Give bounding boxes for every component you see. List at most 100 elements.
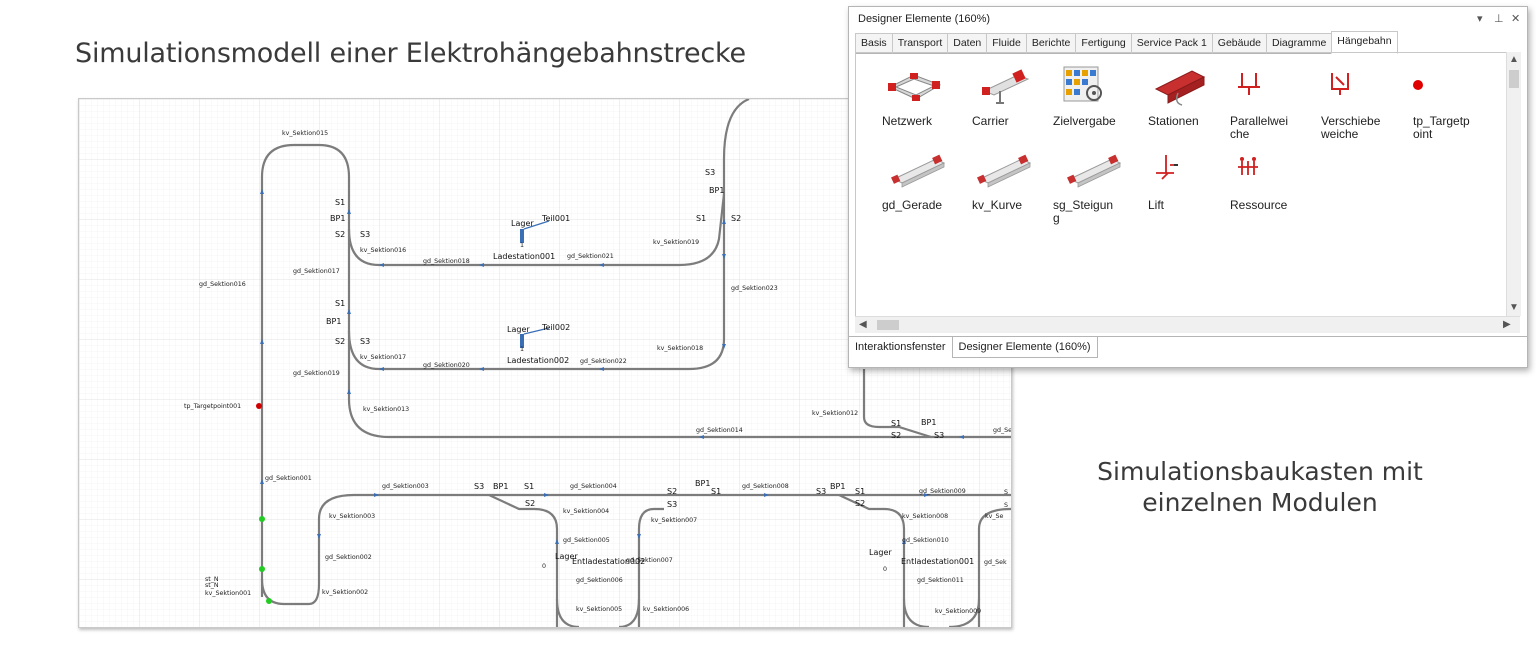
track-kv-sektion015 xyxy=(260,143,351,597)
diagram-label: gd_Sektion023 xyxy=(731,285,778,292)
diagram-label: Lager xyxy=(869,548,892,557)
diagram-label: gd_Sektion019 xyxy=(293,370,340,377)
diagram-label: kv_Se xyxy=(985,513,1004,520)
tab-transport[interactable]: Transport xyxy=(891,33,949,54)
diagram-label: gd_Sektion010 xyxy=(902,537,949,544)
horizontal-scrollbar[interactable]: ◀ ▶ xyxy=(855,316,1520,333)
diagram-label: tp_Targetpoint001 xyxy=(184,403,241,410)
diagram-label: gd_Sektion022 xyxy=(580,358,627,365)
tab-hängebahn[interactable]: Hängebahn xyxy=(1331,31,1398,54)
diagram-label: S xyxy=(1004,502,1008,509)
palette-item-label-line: Zielvergabe xyxy=(1053,114,1116,128)
diagram-label: gd_Sektion020 xyxy=(423,362,470,369)
track-gd-sektion020 xyxy=(347,194,726,371)
track-kv-sektion009b xyxy=(948,598,981,627)
diagram-label: S1 xyxy=(891,419,901,428)
pin-icon[interactable]: ⊥ xyxy=(1494,13,1504,25)
diagram-label: S2 xyxy=(335,230,345,239)
horizontal-scroll-thumb[interactable] xyxy=(877,320,899,330)
scroll-up-icon[interactable]: ▲ xyxy=(1509,54,1519,65)
scroll-left-icon[interactable]: ◀ xyxy=(859,319,867,330)
palette-item-label-line: sg_Steigun xyxy=(1053,198,1114,212)
palette-item-label: Ressource xyxy=(1230,199,1287,212)
scroll-down-icon[interactable]: ▼ xyxy=(1509,302,1519,313)
palette-item-label-line: Ressource xyxy=(1230,198,1288,212)
diagram-label: BP1 xyxy=(326,317,341,326)
track-left-vertical xyxy=(347,249,859,439)
palette-item-label: kv_Kurve xyxy=(972,199,1022,212)
tab-fertigung[interactable]: Fertigung xyxy=(1075,33,1132,54)
diagram-label: BP1 xyxy=(830,482,845,491)
track-kv-sektion009 xyxy=(902,598,930,627)
diagram-label: S2 xyxy=(335,337,345,346)
caption-line-2: einzelnen Modulen xyxy=(1142,488,1378,517)
teil001-link xyxy=(523,220,550,230)
green-marker-3 xyxy=(266,598,272,604)
diagram-label: gd_Sektion004 xyxy=(570,483,617,490)
curve-rail-icon xyxy=(966,149,1046,193)
tab-diagramme[interactable]: Diagramme xyxy=(1266,33,1333,54)
diagram-label: BP1 xyxy=(493,482,508,491)
diagram-label: gd_Sektion002 xyxy=(325,554,372,561)
diagram-label: kv_Sektion012 xyxy=(812,410,858,417)
diagram-label: gd_Sektion001 xyxy=(265,475,312,482)
direction-arrows xyxy=(260,189,964,544)
diagram-label: Ladestation002 xyxy=(507,356,569,365)
vertical-scrollbar[interactable]: ▲ ▼ xyxy=(1506,52,1521,316)
station-markers xyxy=(256,220,550,604)
diagram-label: S1 xyxy=(335,198,345,207)
diagram-label: kv_Sektion015 xyxy=(282,130,328,137)
palette-item-label-line: tp_Targetp xyxy=(1413,114,1470,128)
tab-designer-elemente[interactable]: Designer Elemente (160%) xyxy=(951,337,1098,358)
diagram-label: Entladestation002 xyxy=(572,557,645,566)
carrier-icon xyxy=(966,65,1046,109)
diagram-label: gd_Sektion009 xyxy=(919,488,966,495)
ladestation001-marker xyxy=(520,229,524,243)
diagram-label: S3 xyxy=(360,230,370,239)
diagram-label: S1 xyxy=(335,299,345,308)
network-icon xyxy=(880,65,960,109)
diagram-label: S2 xyxy=(855,499,865,508)
diagram-label: 0 xyxy=(883,566,887,573)
track-s2-down-3 xyxy=(838,494,906,627)
diagram-label: S1 xyxy=(524,482,534,491)
tab-daten[interactable]: Daten xyxy=(947,33,988,54)
diagram-label: S1 xyxy=(855,487,865,496)
dropdown-icon[interactable]: ▾ xyxy=(1477,13,1483,25)
track-kv-sektion006 xyxy=(618,598,641,627)
tab-basis[interactable]: Basis xyxy=(855,33,893,54)
diagram-label: BP1 xyxy=(709,186,724,195)
close-icon[interactable]: ✕ xyxy=(1511,13,1521,25)
diagram-label: kv_Sektion007 xyxy=(651,517,697,524)
diagram-label: gd_Sektion008 xyxy=(742,483,789,490)
tab-berichte[interactable]: Berichte xyxy=(1025,33,1077,54)
diagram-label: gd_Sektion014 xyxy=(696,427,743,434)
diagram-label: BP1 xyxy=(330,214,345,223)
diagram-label: S1 xyxy=(711,487,721,496)
tab-interaktionsfenster[interactable]: Interaktionsfenster xyxy=(855,341,946,353)
diagram-label: gd_Sektion011 xyxy=(917,577,964,584)
diagram-label: S3 xyxy=(705,168,715,177)
scroll-right-icon[interactable]: ▶ xyxy=(1503,319,1511,330)
shift-switch-icon xyxy=(1318,65,1398,109)
diagram-label: S2 xyxy=(667,487,677,496)
station-icon xyxy=(1148,65,1228,109)
track-right-lower xyxy=(977,507,1011,627)
bottom-tabs: Interaktionsfenster Designer Elemente (16… xyxy=(849,337,1098,359)
tab-fluide[interactable]: Fluide xyxy=(986,33,1027,54)
palette-item-label: Carrier xyxy=(972,115,1009,128)
vertical-scroll-thumb[interactable] xyxy=(1509,70,1519,88)
diagram-label: kv_Sektion001 xyxy=(205,590,251,597)
resource-icon xyxy=(1228,149,1308,193)
diagram-label: S xyxy=(1004,489,1008,496)
tab-gebäude[interactable]: Gebäude xyxy=(1211,33,1268,54)
diagram-label: kv_Sektion016 xyxy=(360,247,406,254)
green-marker-1 xyxy=(259,516,265,522)
tab-service-pack-1[interactable]: Service Pack 1 xyxy=(1130,33,1213,54)
diagram-label: S1 xyxy=(696,214,706,223)
parallel-switch-icon xyxy=(1228,65,1308,109)
